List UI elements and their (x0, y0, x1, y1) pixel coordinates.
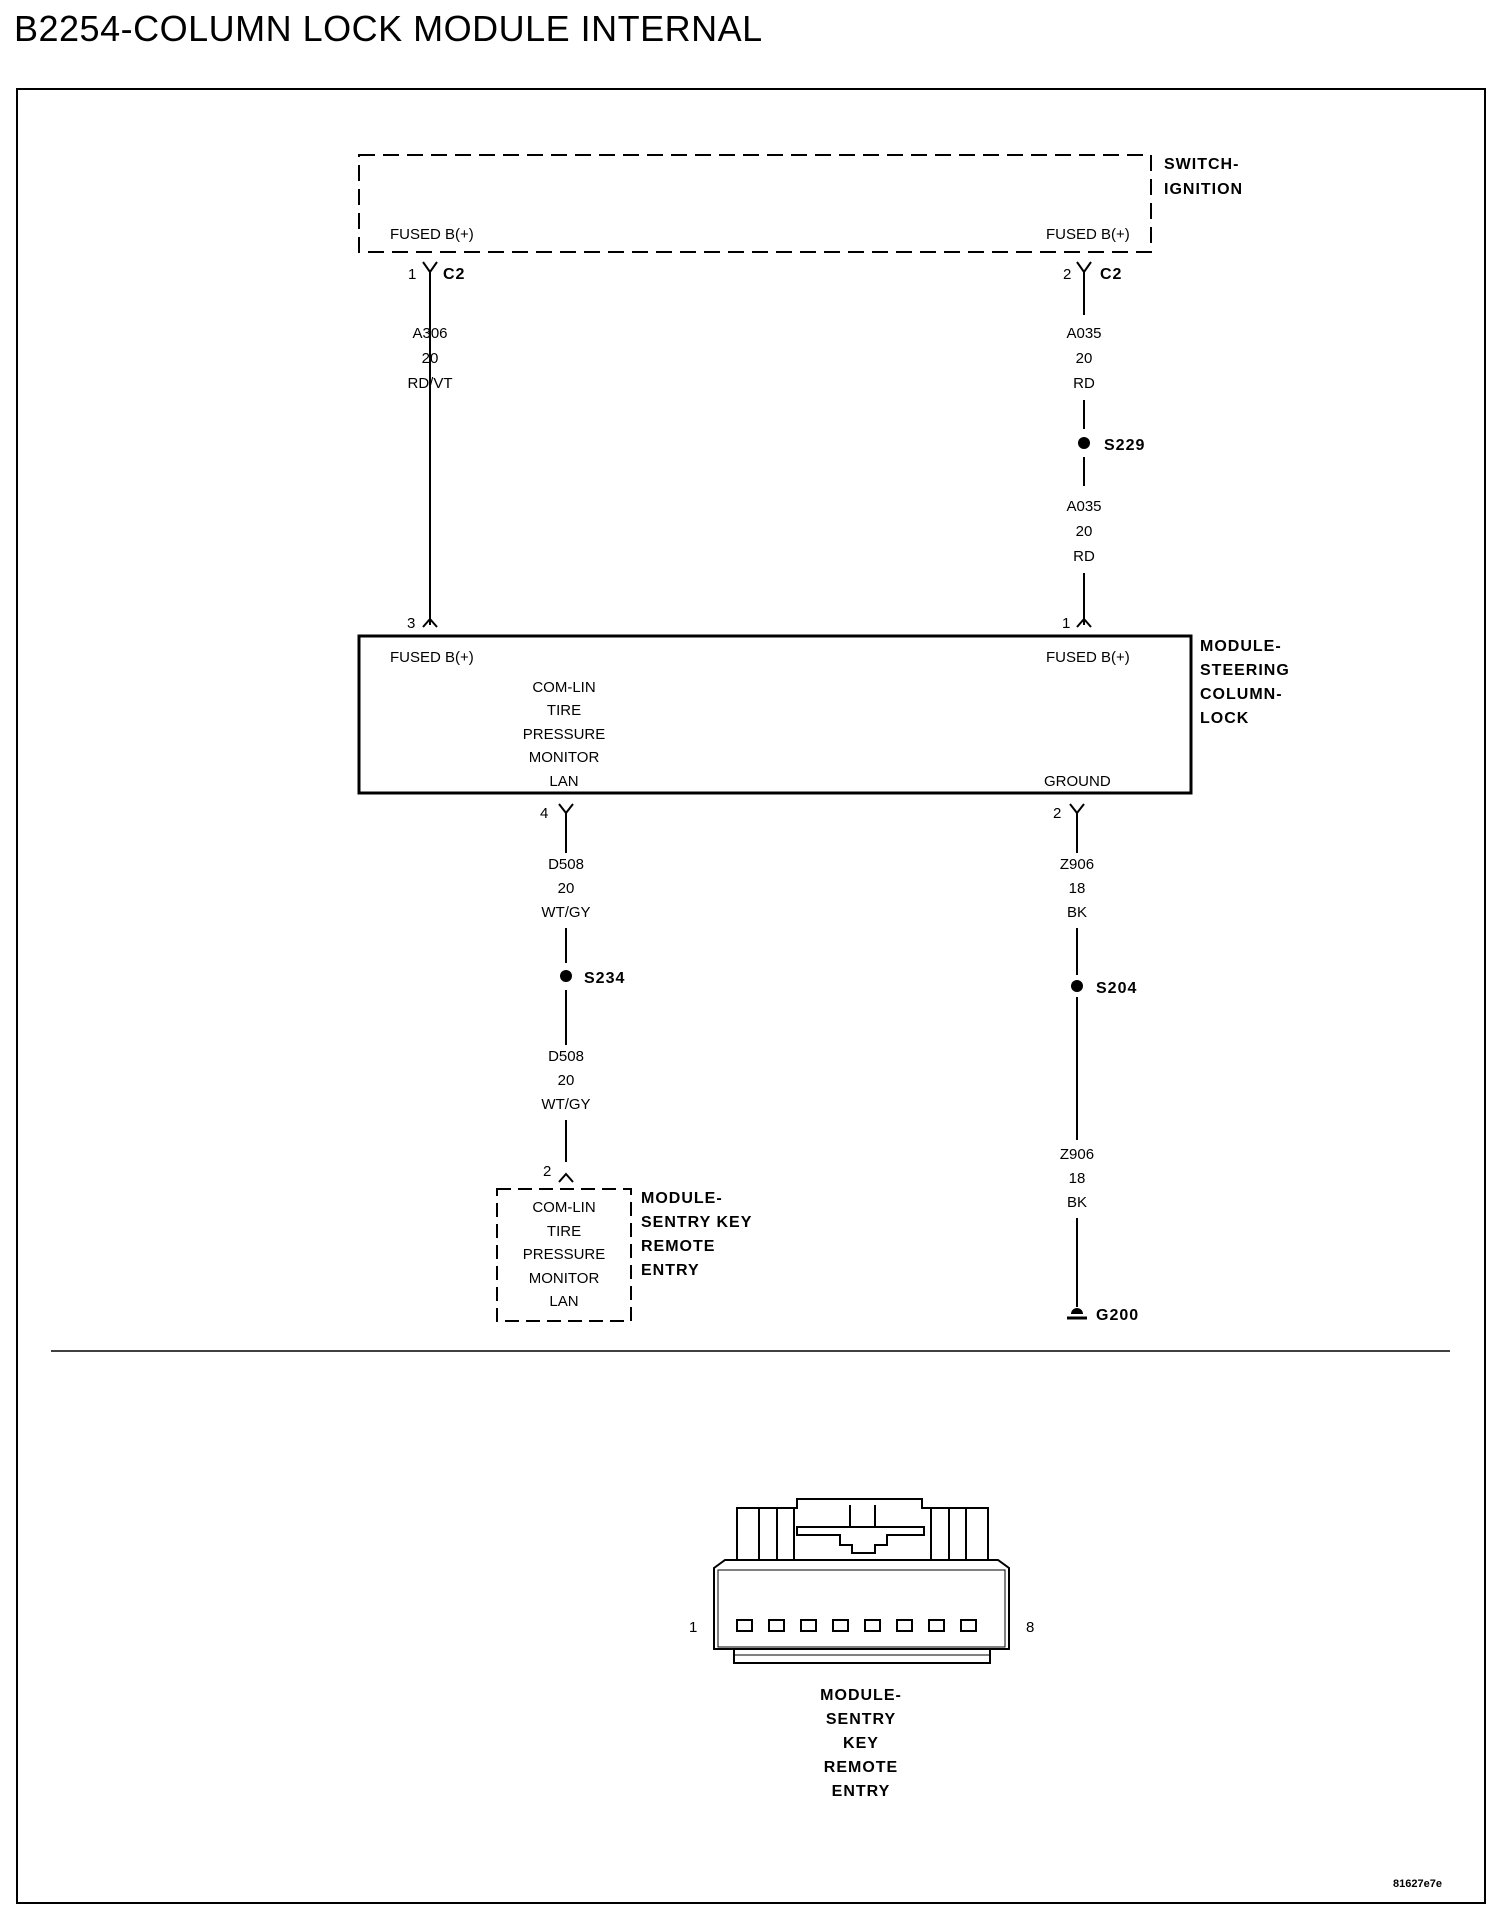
wire-z906-lower-gauge: 18 (1069, 1170, 1086, 1187)
connector-name-line-3: KEY (843, 1735, 879, 1752)
connector-pin-last: 8 (1026, 1619, 1034, 1636)
switch-pin-right-label: FUSED B(+) (1046, 226, 1130, 243)
splice-s234-label: S234 (584, 970, 625, 987)
sentry-name-line-3: REMOTE (641, 1238, 715, 1255)
wire-a035-lower-color: RD (1073, 548, 1095, 565)
sentry-lan-line-4: MONITOR (529, 1270, 600, 1287)
splice-s229-label: S229 (1104, 437, 1145, 454)
wire-d508-lower-circuit: D508 (548, 1048, 584, 1065)
splice-s229-dot (1078, 437, 1090, 449)
connector-cavities (736, 1619, 977, 1632)
wire-d508-lower-gauge: 20 (558, 1072, 575, 1089)
wire-d508-upper-circuit: D508 (548, 856, 584, 873)
switch-ignition-box (358, 154, 1152, 253)
steering-pin-bottom-right: 2 (1053, 805, 1061, 822)
steering-ground-label: GROUND (1044, 773, 1111, 790)
switch-pin-left-label: FUSED B(+) (390, 226, 474, 243)
sentry-name-line-4: ENTRY (641, 1262, 700, 1279)
steering-name-line-2: STEERING (1200, 662, 1290, 679)
splice-s234-dot (560, 970, 572, 982)
wire-a035-upper-gauge: 20 (1076, 350, 1093, 367)
steering-pin-left-label: FUSED B(+) (390, 649, 474, 666)
switch-conn-left-pin: 1 (408, 266, 416, 283)
connector-symbol-c2-pin1 (422, 261, 438, 280)
sentry-module-box (496, 1188, 632, 1322)
sentry-lan-line-3: PRESSURE (523, 1246, 606, 1263)
steering-name-line-1: MODULE- (1200, 638, 1282, 655)
connector-symbol-pin3 (422, 617, 438, 628)
sentry-name-line-1: MODULE- (641, 1190, 723, 1207)
steering-lan-line-5: LAN (549, 773, 578, 790)
steering-pin-top-right: 1 (1062, 615, 1070, 632)
connector-name-line-1: MODULE- (820, 1687, 902, 1704)
sentry-name-line-2: SENTRY KEY (641, 1214, 752, 1231)
sentry-lan-line-5: LAN (549, 1293, 578, 1310)
steering-name-line-4: LOCK (1200, 710, 1249, 727)
wire-a035-upper-color: RD (1073, 375, 1095, 392)
steering-lan-line-1: COM-LIN (532, 679, 595, 696)
steering-name-line-3: COLUMN- (1200, 686, 1283, 703)
wire-d508-upper-color: WT/GY (541, 904, 590, 921)
connector-symbol-c2-pin2 (1076, 261, 1092, 280)
steering-lan-line-4: MONITOR (529, 749, 600, 766)
steering-pin-top-left: 3 (407, 615, 415, 632)
switch-conn-left-name: C2 (443, 266, 465, 283)
wire-z906-lower-circuit: Z906 (1060, 1146, 1094, 1163)
connector-face-drawing (713, 1498, 1010, 1664)
wire-a306-circuit: A306 (412, 325, 447, 342)
switch-name-line1: SWITCH- (1164, 156, 1239, 173)
sentry-pin: 2 (543, 1163, 551, 1180)
wire-a035-upper-circuit: A035 (1066, 325, 1101, 342)
sentry-lan-line-1: COM-LIN (532, 1199, 595, 1216)
wire-z906-upper-color: BK (1067, 904, 1087, 921)
connector-name-line-5: ENTRY (832, 1783, 891, 1800)
splice-s204-label: S204 (1096, 980, 1137, 997)
splice-s204-dot (1071, 980, 1083, 992)
wire-z906-upper-gauge: 18 (1069, 880, 1086, 897)
switch-name-line2: IGNITION (1164, 181, 1243, 198)
sentry-lan-line-2: TIRE (547, 1223, 581, 1240)
steering-pin-bottom-left: 4 (540, 805, 548, 822)
wire-d508-lower-color: WT/GY (541, 1096, 590, 1113)
wire-z906-upper-circuit: Z906 (1060, 856, 1094, 873)
wire-a306-gauge: 20 (422, 350, 439, 367)
switch-conn-right-name: C2 (1100, 266, 1122, 283)
wire-a035-lower-gauge: 20 (1076, 523, 1093, 540)
connector-symbol-sentry-pin2 (558, 1172, 574, 1183)
connector-symbol-pin2-ground (1069, 803, 1085, 818)
diagram-frame (16, 88, 1486, 1904)
connector-symbol-pin4 (558, 803, 574, 818)
page-title: B2254-COLUMN LOCK MODULE INTERNAL (14, 8, 763, 49)
wire-a306-color: RD/VT (408, 375, 453, 392)
steering-pin-right-label: FUSED B(+) (1046, 649, 1130, 666)
switch-conn-right-pin: 2 (1063, 266, 1071, 283)
steering-lan-line-2: TIRE (547, 702, 581, 719)
ground-g200-label: G200 (1096, 1307, 1139, 1324)
footer-code: 81627e7e (1393, 1878, 1442, 1890)
wire-z906-lower-color: BK (1067, 1194, 1087, 1211)
connector-symbol-pin1 (1076, 617, 1092, 628)
ground-dot (1071, 1308, 1083, 1314)
steering-lan-line-3: PRESSURE (523, 726, 606, 743)
connector-name-line-2: SENTRY (826, 1711, 896, 1728)
wire-d508-upper-gauge: 20 (558, 880, 575, 897)
steering-module-box (357, 634, 1193, 795)
connector-name-line-4: REMOTE (824, 1759, 898, 1776)
connector-pin-first: 1 (689, 1619, 697, 1636)
wire-a035-lower-circuit: A035 (1066, 498, 1101, 515)
